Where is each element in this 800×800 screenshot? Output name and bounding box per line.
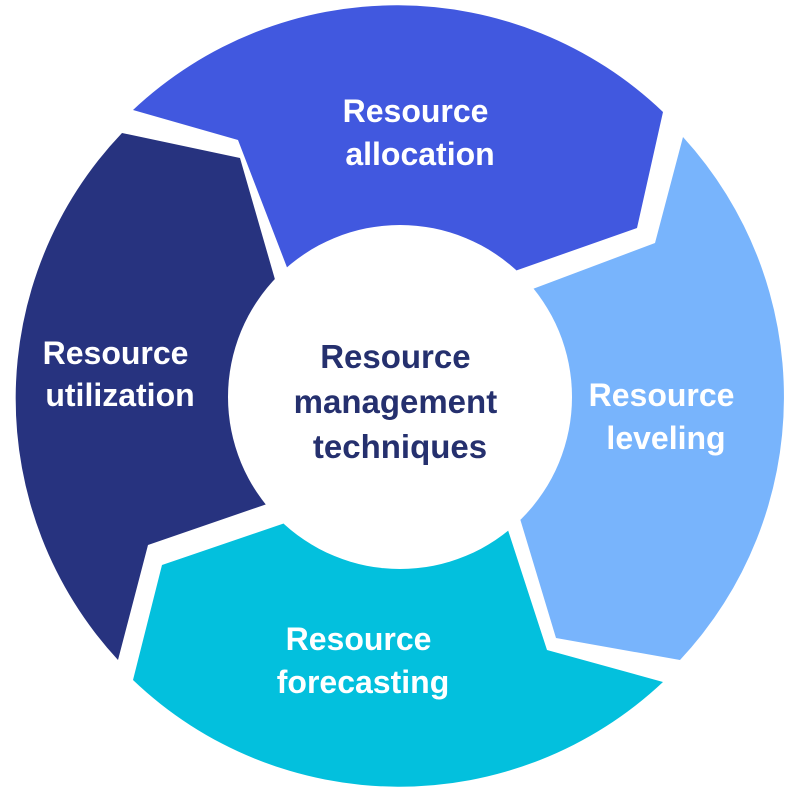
segment-leveling-shape <box>518 137 784 660</box>
center-label: Resource management techniques <box>294 338 507 465</box>
segment-utilization-shape <box>15 133 277 660</box>
center-circle <box>228 225 572 569</box>
segment-forecasting: Resource forecasting <box>133 522 663 787</box>
segment-utilization-label: Resource utilization <box>43 335 198 413</box>
segment-allocation-label: Resource allocation <box>343 93 498 172</box>
segment-utilization: Resource utilization <box>15 133 277 660</box>
center-hub: Resource management techniques <box>228 225 572 569</box>
segment-leveling: Resource leveling <box>518 137 784 660</box>
segment-allocation-shape <box>133 5 663 273</box>
segment-forecasting-shape <box>133 522 663 787</box>
segment-allocation: Resource allocation <box>133 5 663 273</box>
segment-forecasting-label: Resource forecasting <box>277 621 449 700</box>
segment-leveling-label: Resource leveling <box>589 377 744 456</box>
